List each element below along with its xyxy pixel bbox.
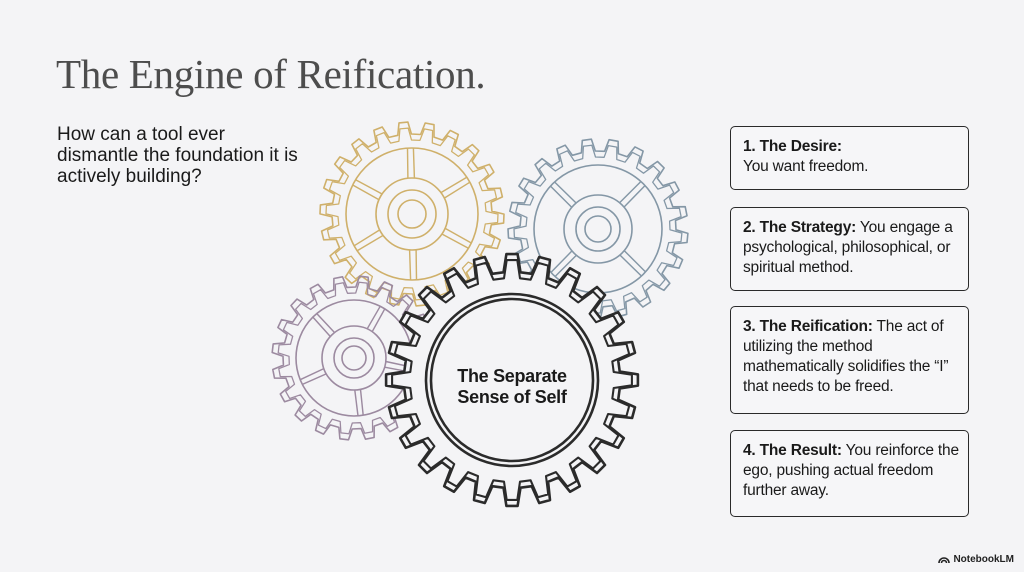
gear-purple-spoke <box>366 305 381 330</box>
gear-blue-teeth <box>507 138 689 320</box>
gear-blue-spoke <box>549 185 573 208</box>
gear-main-teeth-inner <box>391 259 633 501</box>
slide-title: The Engine of Reification. <box>56 51 486 97</box>
gear-gold-spoke <box>353 229 381 247</box>
gear-purple-spoke <box>299 367 325 381</box>
gear-gold-spoke <box>408 249 412 281</box>
gear-gold-spoke <box>440 176 468 194</box>
gear-purple-spoke <box>302 373 327 386</box>
gear-gold-spoke <box>355 179 383 195</box>
step-card-desire: 1. The Desire: You want freedom. <box>730 126 969 190</box>
step-body: The act of utilizing the method mathemat… <box>743 318 949 395</box>
brand-watermark: NotebookLM <box>938 554 1014 565</box>
gear-purple-spoke <box>312 316 331 337</box>
gear-blue-spoke <box>550 250 573 273</box>
gear-blue-spoke <box>619 254 642 277</box>
gear-purple-spoke <box>316 313 336 334</box>
brand-name: NotebookLM <box>953 554 1014 565</box>
gear-gold-ring-3 <box>397 199 427 229</box>
gear-purple-ring-1 <box>321 325 387 391</box>
gear-gold-spoke <box>441 233 469 249</box>
gear-purple-teeth <box>271 275 437 441</box>
step-heading: 3. The Reification: <box>743 318 873 335</box>
gear-purple-spoke <box>354 389 359 416</box>
gear-purple-teeth-inner <box>277 281 431 435</box>
step-heading: 1. The Desire: <box>743 138 842 155</box>
gear-blue-ring-2 <box>575 206 621 252</box>
gear-blue-teeth-inner <box>513 144 683 314</box>
gear-main-self <box>384 252 640 508</box>
gear-main-ring-0 <box>424 292 600 468</box>
step-body: You engage a psychological, philosophica… <box>743 219 953 276</box>
gear-blue-ring-0 <box>533 164 663 294</box>
gear-blue-spoke <box>554 181 577 204</box>
gear-purple-ring-3 <box>341 345 367 371</box>
gear-gold-spoke <box>352 184 380 201</box>
gear-blue-ring-1 <box>563 194 633 264</box>
gear-blue-spoke <box>554 254 577 278</box>
step-body: You reinforce the ego, pushing actual fr… <box>743 442 959 499</box>
gear-purple-ring-2 <box>333 337 375 379</box>
gear-blue-spoke <box>623 250 647 273</box>
gear-blue-spoke <box>619 180 642 204</box>
step-card-result: 4. The Result: You reinforce the ego, pu… <box>730 430 969 517</box>
gear-gold-ring-0 <box>345 147 479 281</box>
gear-blue-ring-3 <box>584 215 612 243</box>
gear-gold-spoke <box>444 227 472 244</box>
gear-main-ring-1 <box>429 297 595 463</box>
gear-main-teeth <box>384 252 640 508</box>
gear-blue-spoke <box>623 185 646 208</box>
gear-gold-spoke <box>443 181 471 199</box>
gear-gold-ring-2 <box>387 189 437 239</box>
gear-gold <box>319 121 505 307</box>
notebooklm-logo-icon <box>938 557 951 564</box>
gear-gold-teeth-inner <box>325 127 499 301</box>
gear-hub-label: The Separate Sense of Self <box>432 366 592 408</box>
gear-gold-spoke <box>356 234 384 252</box>
hub-label-line-2: Sense of Self <box>457 387 567 407</box>
step-heading: 2. The Strategy: <box>743 219 857 236</box>
gear-gold-spoke <box>412 147 416 179</box>
step-card-strategy: 2. The Strategy: You engage a psychologi… <box>730 207 969 291</box>
step-card-reification: 3. The Reification: The act of utilizing… <box>730 306 969 414</box>
gear-purple-spoke <box>359 389 364 416</box>
hub-label-line-1: The Separate <box>457 366 567 386</box>
gear-gold-ring-1 <box>375 177 449 251</box>
step-heading: 4. The Result: <box>743 442 842 459</box>
step-body: You want freedom. <box>743 158 869 175</box>
central-question: How can a tool ever dismantle the founda… <box>57 124 298 187</box>
gear-purple-spoke <box>371 308 386 333</box>
